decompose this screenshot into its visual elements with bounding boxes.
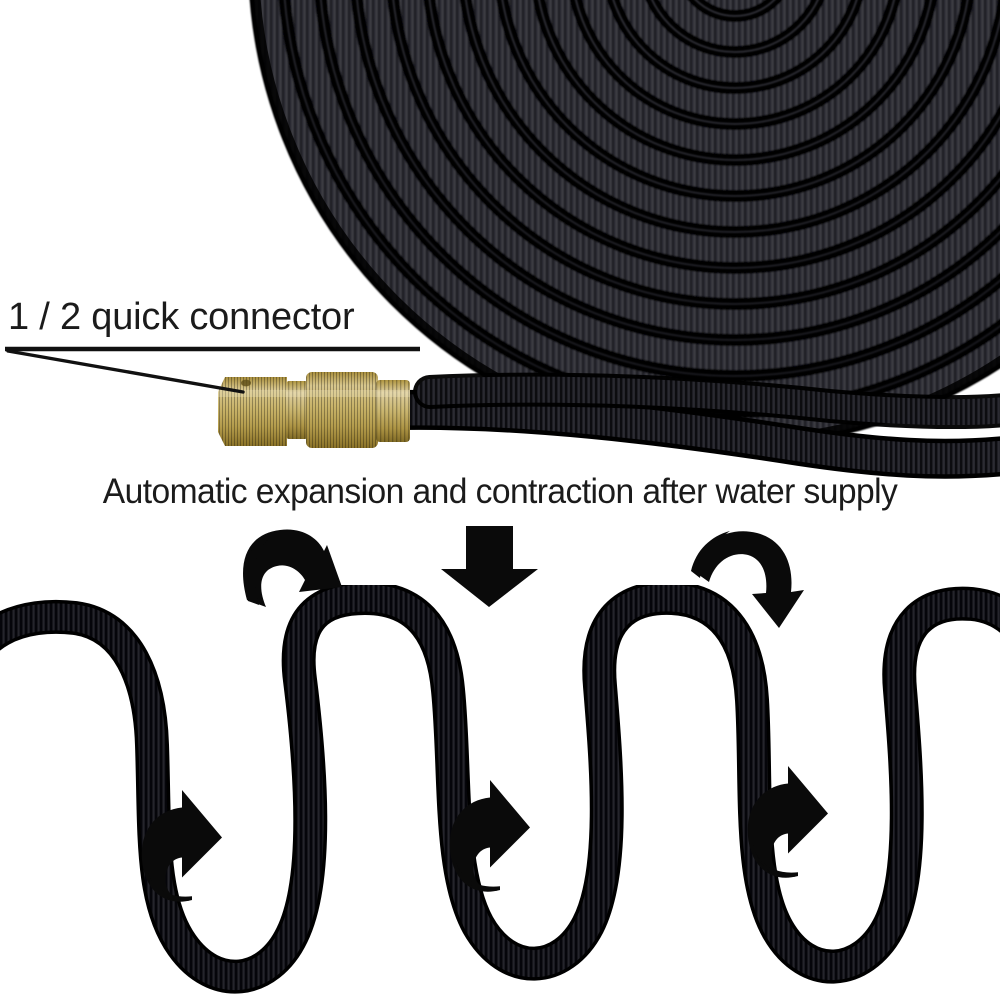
callout-label: 1 / 2 quick connector: [8, 296, 355, 338]
wave-path-group: [0, 585, 1000, 994]
arrow-curve-up-right: [747, 766, 828, 878]
arrow-curve-up-center: [449, 780, 530, 892]
arrow-down-center: [441, 526, 538, 607]
caption-text: Automatic expansion and contraction afte…: [102, 472, 898, 511]
arrow-curve-up-left: [141, 790, 222, 902]
connector-knurled-nut: [286, 381, 308, 439]
connector-ferrule: [376, 380, 410, 442]
connector-barrel: [306, 372, 378, 448]
connector-hex-collar: [218, 377, 287, 446]
callout-leader-line: [6, 349, 245, 394]
arrow-curve-down-top-right: [691, 531, 804, 628]
arrow-curve-right-top-left: [243, 529, 342, 607]
